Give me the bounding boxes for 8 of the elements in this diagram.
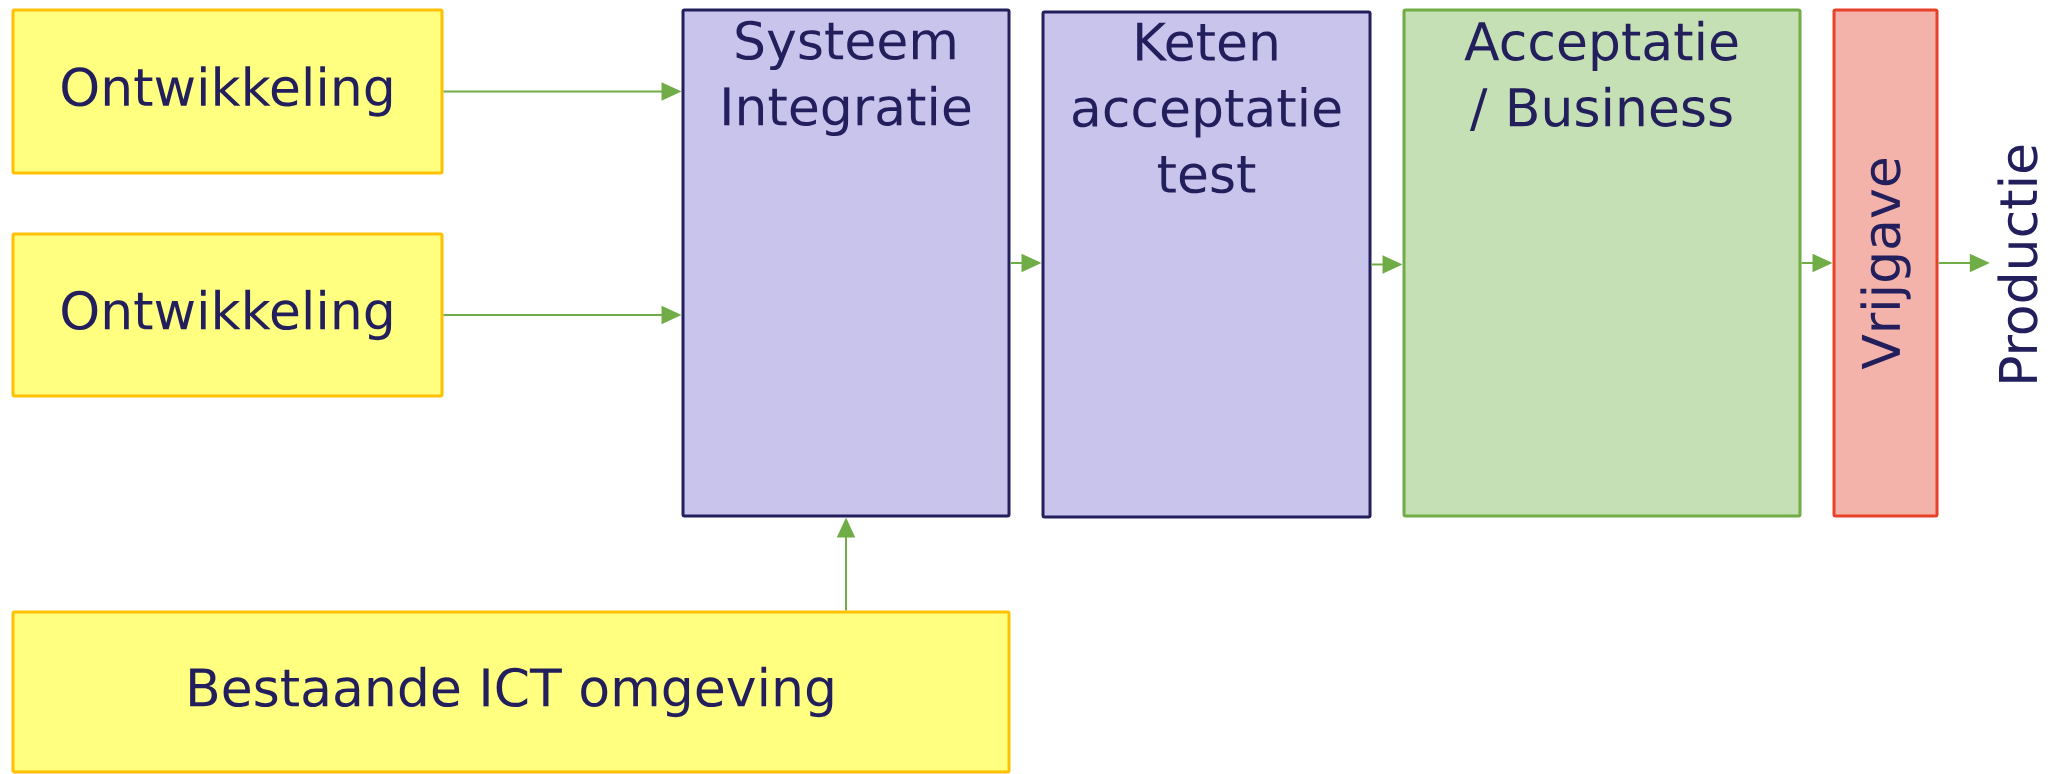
- stage-label: Productie: [1997, 145, 2038, 382]
- stage-box: Keten acceptatie test: [1041, 10, 1372, 519]
- stage-box: Systeem Integratie: [681, 8, 1011, 518]
- stage-box: Acceptatie / Business: [1402, 8, 1802, 518]
- process-box: Ontwikkeling: [11, 8, 444, 175]
- stage-box: Vrijgave: [1832, 8, 1939, 518]
- process-box: Bestaande ICT omgeving: [11, 610, 1011, 774]
- process-box: Ontwikkeling: [11, 232, 444, 398]
